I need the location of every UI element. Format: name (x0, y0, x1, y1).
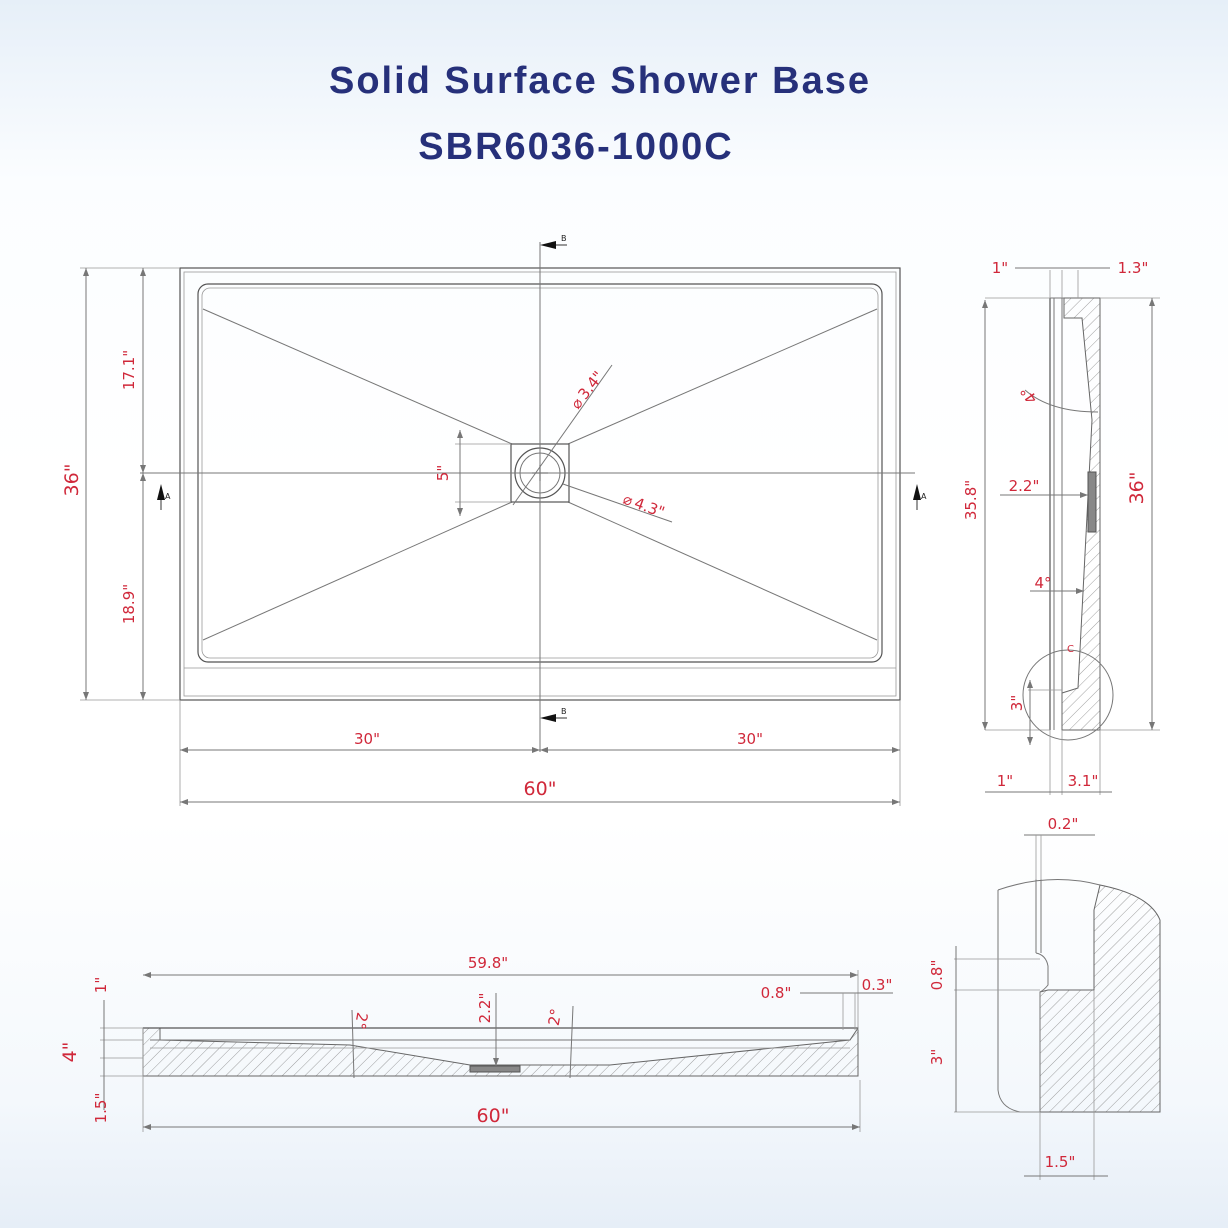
model-number: SBR6036-1000C (418, 126, 734, 168)
side-drain-depth-label: 2.2" (1009, 477, 1040, 495)
rim-outer-label: 0.3" (862, 976, 893, 994)
side-section-view: 1" 1.3" 35.8" 36" 4° 2.2" 4° C 3" 1" 3.1 (962, 259, 1160, 795)
drain-inner-diameter-label: ⌀3.4" (567, 368, 608, 413)
wall-right-label: 1.3" (1118, 259, 1149, 277)
drain-to-back-label: 17.1" (120, 350, 138, 390)
slope-right-label: 2° (545, 1007, 566, 1027)
base-thickness-label: 1.5" (92, 1093, 110, 1124)
front-drain-depth-label: 2.2" (476, 993, 494, 1024)
lip-width-label: 0.2" (1048, 815, 1079, 833)
detail-curb-height-label: 3" (928, 1049, 946, 1065)
section-b-top-marker: B (540, 234, 567, 249)
drain-outer-diameter-label: ⌀4.3" (621, 490, 667, 522)
side-overall-depth-label: 36" (1126, 472, 1148, 505)
slope-top-label: 4° (1017, 383, 1042, 407)
front-inner-width-label: 59.8" (468, 954, 508, 972)
overall-depth-label: 36" (61, 464, 83, 497)
front-total-height-label: 4" (59, 1042, 81, 1063)
overall-width-label: 60" (524, 778, 557, 800)
detail-c-label: C (1067, 644, 1074, 655)
inner-depth-label: 35.8" (962, 480, 980, 520)
drawing-title: Solid Surface Shower Base (328, 60, 872, 102)
drain-icon (469, 1065, 521, 1073)
step-height-label: 0.8" (928, 960, 946, 991)
half-width-left-label: 30" (354, 730, 380, 748)
front-section-view: 59.8" 60" 2.2" 2° 2° 0.8" 0.3" 1" 4" 1.5… (59, 954, 893, 1132)
drain-to-front-label: 18.9" (120, 584, 138, 624)
svg-text:A: A (165, 492, 171, 501)
half-width-right-label: 30" (737, 730, 763, 748)
front-overall-width-label: 60" (477, 1105, 510, 1127)
base-left-label: 1" (997, 772, 1013, 790)
wall-left-label: 1" (992, 259, 1008, 277)
slope-left-label: 2° (351, 1011, 372, 1031)
section-a-left-marker: A (157, 484, 171, 510)
svg-text:B: B (561, 234, 567, 243)
rim-inner-label: 0.8" (761, 984, 792, 1002)
base-right-label: 3.1" (1068, 772, 1099, 790)
section-b-bottom-marker: B (540, 707, 567, 722)
rim-height-label: 1" (92, 977, 110, 993)
side-curb-height-label: 3" (1008, 695, 1026, 711)
section-a-right-marker: A (913, 484, 927, 510)
grate-size-label: 5" (434, 465, 452, 481)
svg-text:B: B (561, 707, 567, 716)
svg-text:A: A (921, 492, 927, 501)
curb-width-label: 1.5" (1045, 1153, 1076, 1171)
detail-view-c: 0.2" 0.8" 3" 1.5" (928, 815, 1161, 1180)
top-view: ⌀3.4" ⌀4.3" 5" 36" 17.1" 18.9" A A (61, 234, 927, 806)
slope-bottom-label: 4° (1034, 574, 1051, 592)
